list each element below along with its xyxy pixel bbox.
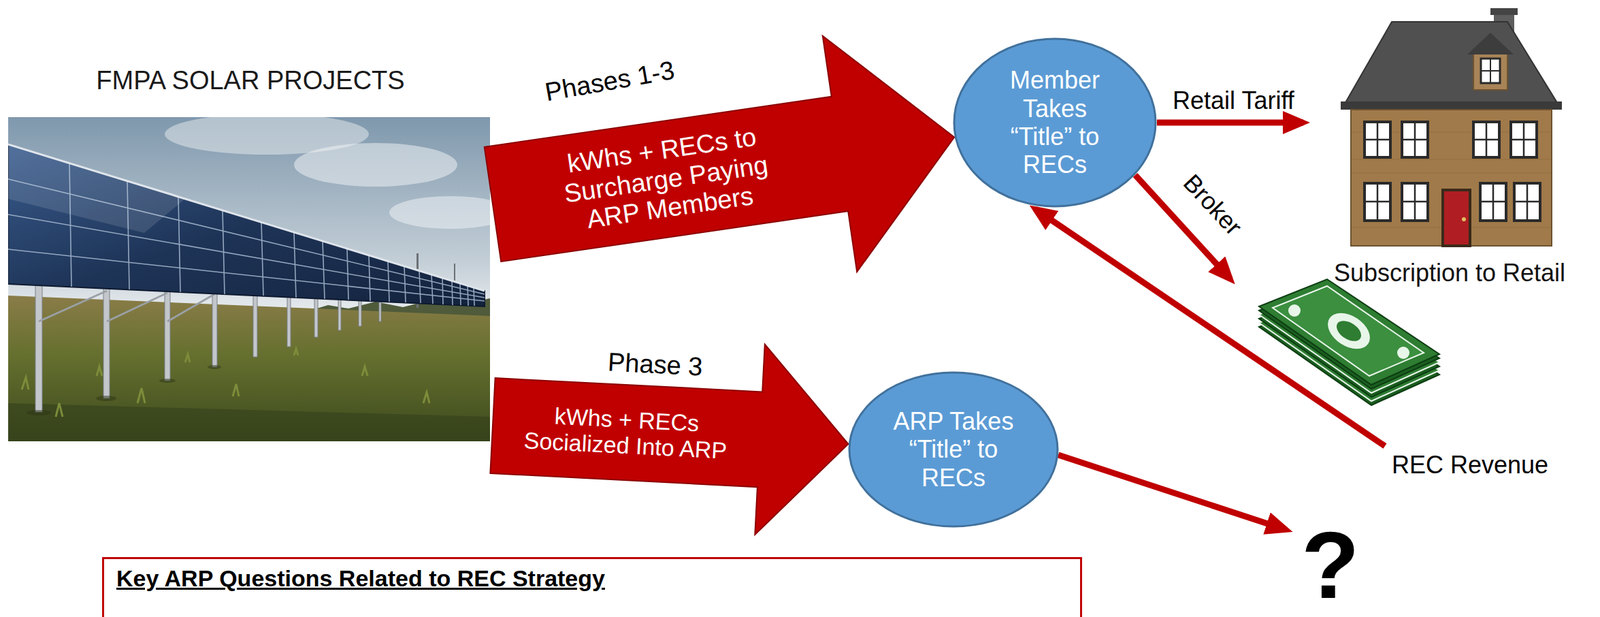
node-text: Subscription to Retail: [1310, 257, 1590, 288]
connector-arrow: [1156, 119, 1304, 126]
ellipse-shape: [954, 38, 1156, 207]
connector-label: Broker: [1178, 168, 1249, 241]
question-mark: ?: [1301, 517, 1360, 613]
node-text: FMPA SOLAR PROJECTS: [8, 65, 493, 97]
connector-label: Retail Tariff: [1172, 86, 1295, 115]
open-question-arrow: [1058, 454, 1287, 530]
block-arrow: [484, 36, 955, 272]
house-text-area: Subscription to Retail: [1310, 257, 1590, 288]
node-text: Member Takes “Title” to RECs: [997, 66, 1113, 179]
questions-box: Key ARP Questions Related to REC Strateg…: [102, 556, 1083, 617]
revenue-arrow: [1035, 208, 1385, 446]
phase-label: Phases 1-3: [543, 55, 678, 108]
solar-photo: [8, 113, 512, 442]
ellipse-shape: [849, 372, 1058, 527]
solar-project-node: FMPA SOLAR PROJECTS: [8, 65, 493, 442]
house-illustration: [1340, 8, 1562, 246]
block-arrow: [490, 344, 848, 535]
money-illustration: [1259, 279, 1440, 405]
node-text: ARP Takes “Title” to RECs: [885, 406, 1022, 492]
phase-label: Phase 3: [607, 347, 704, 382]
box-heading: Key ARP Questions Related to REC Strateg…: [116, 564, 1068, 593]
connector-label: REC Revenue: [1391, 450, 1549, 479]
member-ellipse: Member Takes “Title” to RECs: [952, 37, 1157, 208]
retail-house-node: Subscription to Retail: [1310, 2, 1590, 296]
arp-ellipse: ARP Takes “Title” to RECs: [847, 370, 1059, 528]
ellipse-text-area: ARP Takes “Title” to RECs: [847, 370, 1059, 528]
ellipse-text-area: Member Takes “Title” to RECs: [952, 37, 1157, 208]
